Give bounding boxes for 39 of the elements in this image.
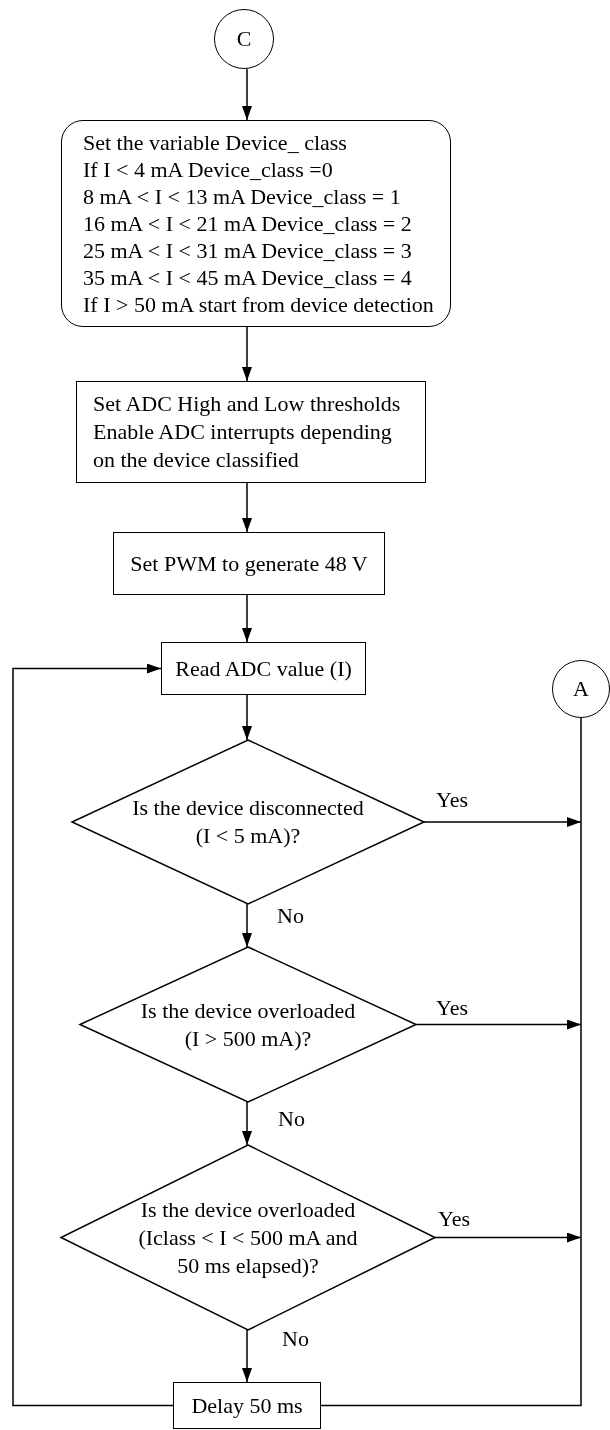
process-box xyxy=(113,532,385,595)
node-text: 8 mA < I < 13 mA Device_class = 1 xyxy=(83,183,401,210)
arrow xyxy=(12,663,174,1407)
node-text: Set PWM to generate 48 V xyxy=(130,549,368,578)
process-box xyxy=(161,642,366,695)
arrow xyxy=(242,326,252,382)
arrow xyxy=(242,594,252,643)
node-text: Read ADC value (I) xyxy=(175,654,352,683)
node-text: Enable ADC interrupts depending on the device classified xyxy=(93,418,393,474)
process-box xyxy=(173,1382,321,1429)
arrow xyxy=(242,1101,252,1146)
arrow xyxy=(242,903,252,948)
node-text: Set ADC High and Low thresholds xyxy=(93,390,401,418)
process-box xyxy=(76,381,426,483)
node-text: 25 mA < I < 31 mA Device_class = 3 xyxy=(83,237,412,264)
node-text: 35 mA < I < 45 mA Device_class = 4 xyxy=(83,264,412,291)
decision-diamond xyxy=(61,1145,435,1330)
node-text: C xyxy=(236,25,252,53)
arrow xyxy=(242,1329,252,1383)
arrow xyxy=(242,68,252,121)
node-text: Is the device overloaded (I > 500 mA)? xyxy=(139,996,357,1053)
arrow xyxy=(423,817,582,827)
node-text: Is the device disconnected (I < 5 mA)? xyxy=(131,794,365,850)
arrow xyxy=(434,1232,582,1243)
decision-diamond xyxy=(72,740,424,904)
node-text: If I < 4 mA Device_class =0 xyxy=(83,156,333,183)
connector-circle xyxy=(214,9,274,69)
node-text: If I > 50 mA start from device detection xyxy=(83,291,434,318)
node-text: A xyxy=(573,675,589,703)
arrow xyxy=(242,694,252,741)
node-text: 16 mA < I < 21 mA Device_class = 2 xyxy=(83,210,412,237)
arrow xyxy=(415,1019,582,1030)
decision-diamond xyxy=(80,947,416,1102)
node-text: Set the variable Device_ class xyxy=(83,129,347,156)
node-text: Is the device overloaded (Iclass < I < 500 mA and 50 ms elapsed)? xyxy=(137,1195,359,1280)
process-box xyxy=(61,120,451,327)
connector-line xyxy=(320,717,582,1407)
node-text: Delay 50 ms xyxy=(191,1391,303,1420)
arrow xyxy=(242,482,252,533)
